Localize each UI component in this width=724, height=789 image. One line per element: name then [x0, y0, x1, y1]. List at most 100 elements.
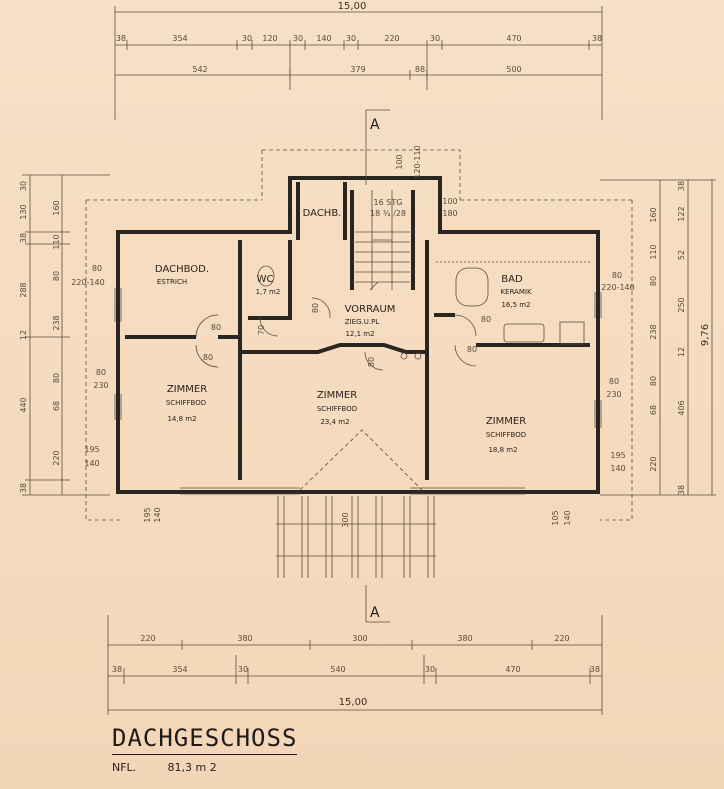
chimney-dot: [400, 352, 408, 360]
dim-door-3: 70: [257, 325, 266, 335]
dim-rightin-6: 220: [649, 456, 658, 471]
room-wc-area: 1,7 m2: [256, 288, 281, 296]
area-row: NFL. 81,3 m 2: [112, 761, 297, 774]
overall-depth: 9,76: [700, 324, 711, 346]
dim-top1-4: 30: [293, 34, 303, 43]
dim-bottom1-1: 380: [237, 634, 252, 643]
overall-width-bottom: 15,00: [339, 697, 368, 708]
dim-bottom1-3: 380: [457, 634, 472, 643]
dim-bottom2-2: 30: [238, 665, 248, 674]
room-zimmer-left-area: 14,8 m2: [167, 415, 196, 423]
dim-top1-2: 30: [242, 34, 252, 43]
dim-leftin-0: 160: [52, 200, 61, 215]
dim-balcony-depth: 300: [341, 512, 350, 527]
dim-stair-a: 100: [395, 154, 404, 169]
dim-top2-3: 500: [506, 65, 521, 74]
dim-open-rb-b: 140: [610, 464, 625, 473]
dim-top2-2: 88: [415, 65, 425, 74]
dim-bal-r-a: 105: [551, 510, 560, 525]
stair-steps: 16 STG: [374, 198, 403, 207]
dim-rightin-5: 68: [649, 405, 658, 415]
room-zimmer-right-area: 18,8 m2: [488, 446, 517, 454]
section-markers: A A: [365, 109, 390, 623]
room-wc: WC: [257, 274, 274, 285]
room-zimmer-mid: ZIMMER: [317, 390, 357, 401]
dim-rightin-2: 80: [649, 276, 658, 286]
room-dachbod-sub: ESTRICH: [157, 278, 187, 286]
dim-bottom1-2: 300: [352, 634, 367, 643]
dim-bal-r-b: 140: [563, 510, 572, 525]
roof-outline: [85, 149, 633, 521]
room-zimmer-mid-floor: SCHIFFBOD: [317, 405, 357, 413]
dim-open-lt-b: 220-140: [71, 278, 104, 287]
dim-bottom2-5: 470: [505, 665, 520, 674]
room-zimmer-mid-area: 23,4 m2: [320, 418, 349, 426]
dim-left-5: 440: [19, 397, 28, 412]
dim-left-6: 38: [19, 483, 28, 493]
dim-right-0: 38: [677, 181, 686, 191]
fixtures: [257, 265, 585, 360]
room-vorraum-area: 12,1 m2: [345, 330, 374, 338]
dim-left-4: 12: [19, 330, 28, 340]
dim-stair-b: 120-110: [413, 145, 422, 178]
dim-open-lm-a: 80: [96, 368, 106, 377]
dim-top1-9: 470: [506, 34, 521, 43]
dim-open-rm-a: 80: [609, 377, 619, 386]
dim-leftin-3: 238: [52, 315, 61, 330]
left-dimension-chain: 30 130 38 288 12 440 38 160 110 80 238 8…: [19, 174, 110, 496]
section-label-top: A: [370, 117, 380, 133]
bottom-dimension-chain: 220 380 300 380 220 38 354 30 540 30 470…: [107, 615, 603, 715]
dim-top1-0: 38: [116, 34, 126, 43]
dim-rightin-1: 110: [649, 244, 658, 259]
top-dimension-chain: 15,00 38 354 30 120 30 140 30 220 30 470…: [114, 1, 603, 120]
dim-bottom2-4: 30: [425, 665, 435, 674]
room-dachb: DACHB.: [303, 208, 342, 219]
dim-open-lm-b: 230: [93, 381, 108, 390]
section-label-bottom: A: [370, 605, 380, 621]
dim-top2-1: 379: [350, 65, 365, 74]
dim-door-1: 80: [211, 323, 221, 332]
dim-top1-7: 220: [384, 34, 399, 43]
dim-right-1: 122: [677, 206, 686, 221]
dim-door-2: 80: [203, 353, 213, 362]
room-vorraum: VORRAUM: [345, 304, 396, 315]
doors: 80 80 70 80 80 80 80: [195, 297, 491, 371]
dim-door-4: 80: [311, 303, 320, 313]
vanity: [559, 321, 585, 345]
dim-bottom2-0: 38: [112, 665, 122, 674]
dim-leftin-6: 220: [52, 450, 61, 465]
dim-left-0: 30: [19, 181, 28, 191]
double-sink: [503, 323, 545, 343]
room-vorraum-floor: ZIEG.U.PL: [345, 318, 380, 326]
dim-right-6: 38: [677, 485, 686, 495]
dim-top1-1: 354: [172, 34, 187, 43]
dim-right-3: 250: [677, 297, 686, 312]
dim-leftin-5: 68: [52, 401, 61, 411]
dim-open-lb-a: 195: [84, 445, 99, 454]
room-dachbod: DACHBOD.: [155, 264, 209, 275]
dim-bottom1-4: 220: [554, 634, 569, 643]
room-zimmer-left-floor: SCHIFFBOD: [166, 399, 206, 407]
dim-open-lb-b: 140: [84, 459, 99, 468]
bathtub: [455, 267, 489, 307]
dim-top1-10: 38: [592, 34, 602, 43]
dim-rightin-0: 160: [649, 207, 658, 222]
dim-left-2: 38: [19, 233, 28, 243]
dim-leftin-2: 80: [52, 271, 61, 281]
right-dimension-chain: 160 110 80 238 80 68 220 38 122 52 250 1…: [600, 179, 716, 496]
area-value: 81,3 m 2: [167, 761, 217, 774]
room-bad-area: 16,5 m2: [501, 301, 530, 309]
dim-left-3: 288: [19, 282, 28, 297]
dim-door-5: 80: [367, 357, 376, 367]
stair: 16 STG 18 ¾ /28 100 120-110 100 180: [355, 145, 458, 291]
dim-open-rm-b: 230: [606, 390, 621, 399]
dim-left-1: 130: [19, 204, 28, 219]
dim-top1-3: 120: [262, 34, 277, 43]
balcony: 300 195 140 105 140: [143, 429, 572, 578]
dim-open-rt-a: 80: [612, 271, 622, 280]
room-zimmer-right: ZIMMER: [486, 416, 526, 427]
dim-leftin-4: 80: [52, 373, 61, 383]
dim-bottom2-6: 38: [590, 665, 600, 674]
